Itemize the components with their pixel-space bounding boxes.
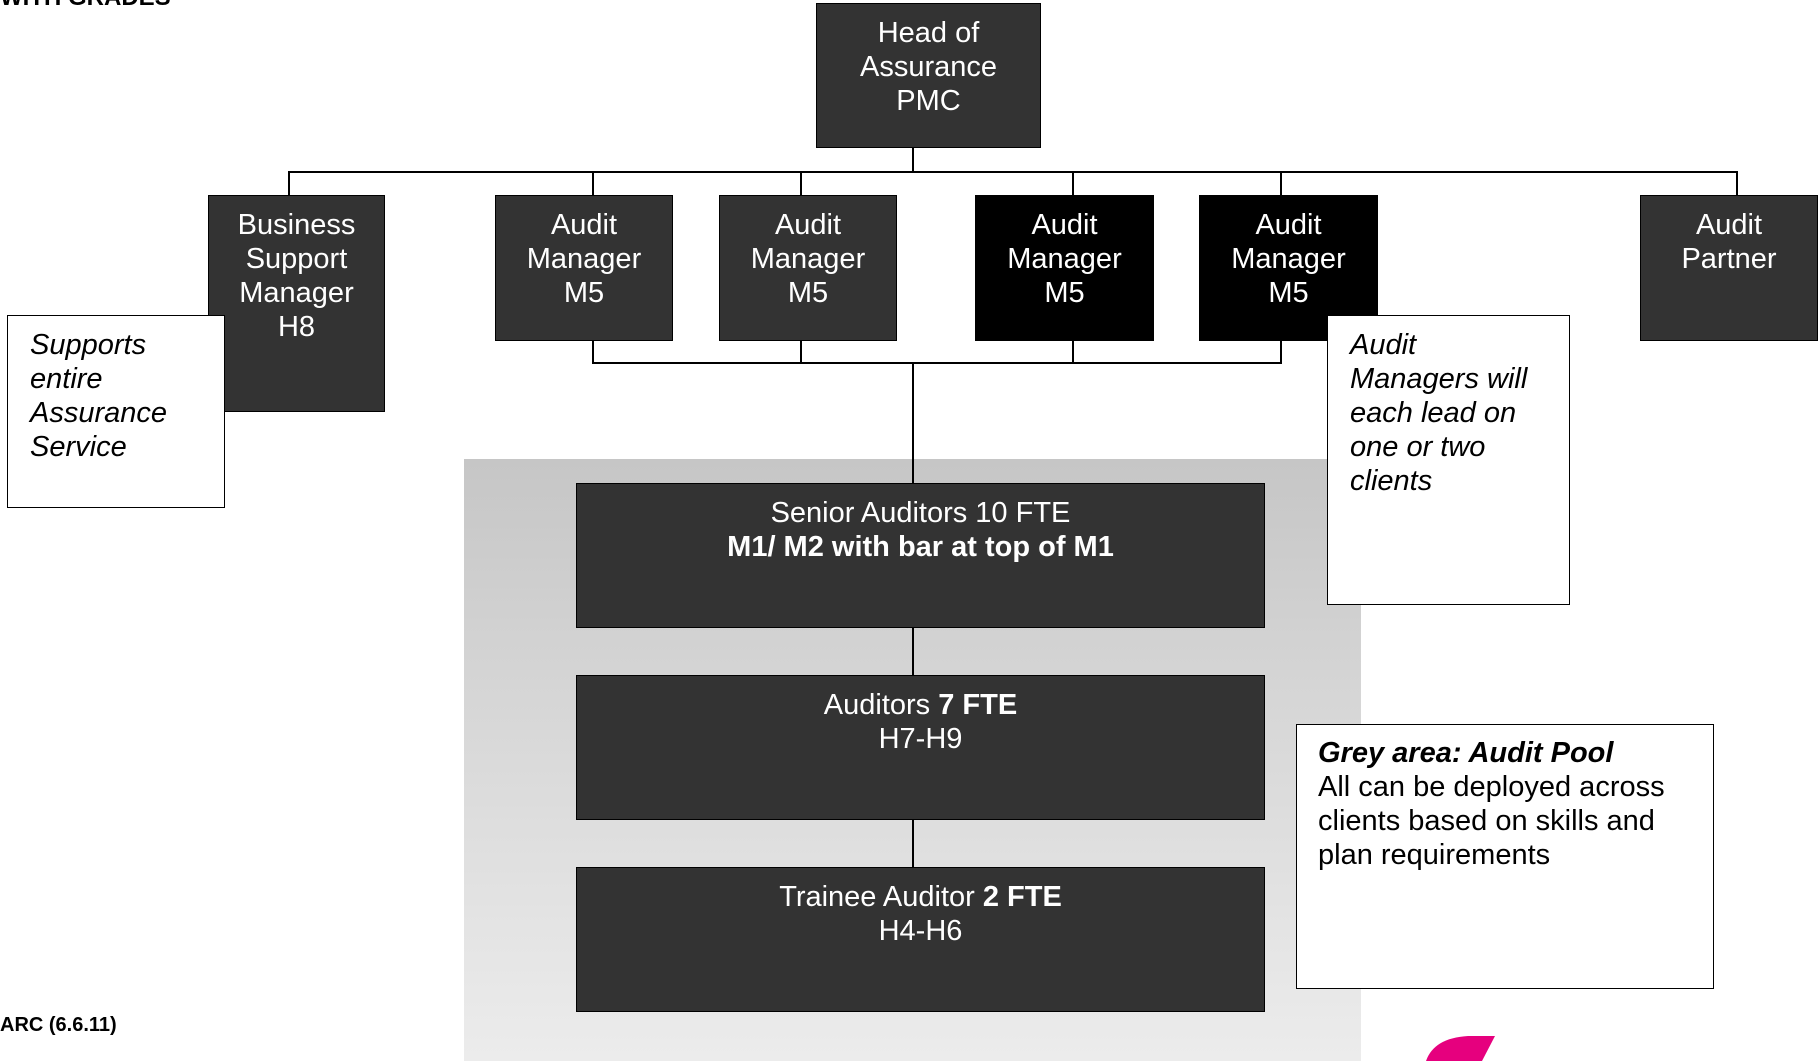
senior-auditors-box: Senior Auditors 10 FTE M1/ M2 with bar a…: [576, 483, 1265, 628]
audit-partner-line-1: Audit: [1695, 209, 1763, 241]
audit-manager-line-1: Audit: [550, 209, 618, 241]
connector-line: [1072, 339, 1074, 364]
managers-note-line: Audit: [1350, 329, 1417, 361]
connector-line: [1072, 171, 1074, 196]
trainee-label: Trainee Auditor: [779, 881, 983, 913]
audit-manager-box-1: Audit Manager M5: [495, 195, 673, 341]
audit-manager-box-3: Audit Manager M5: [975, 195, 1154, 341]
connector-line: [1736, 171, 1738, 196]
connector-line: [288, 171, 290, 196]
connector-line: [912, 626, 914, 676]
auditors-fte: 7 FTE: [938, 689, 1018, 721]
audit-manager-line-3: M5: [787, 277, 829, 309]
audit-partner-box: Audit Partner: [1640, 195, 1818, 341]
trainee-line-1: Trainee Auditor 2 FTE: [577, 880, 1264, 914]
bsm-line-4: H8: [277, 311, 316, 343]
support-note-line: Service: [30, 431, 127, 463]
audit-manager-line-2: Manager: [526, 243, 642, 275]
head-of-assurance-box: Head of Assurance PMC: [816, 3, 1041, 148]
trainee-fte: 2 FTE: [982, 881, 1062, 913]
auditors-label: Auditors: [823, 689, 939, 721]
audit-manager-line-1: Audit: [774, 209, 842, 241]
bsm-line-3: Manager: [239, 277, 354, 309]
bsm-line-1: Business: [237, 209, 356, 241]
audit-pool-note: Grey area: Audit Pool All can be deploye…: [1296, 724, 1714, 989]
connector-line: [800, 171, 802, 196]
trainee-auditor-box: Trainee Auditor 2 FTE H4-H6: [576, 867, 1265, 1012]
connector-line: [592, 362, 1282, 364]
support-note-line: entire: [30, 363, 103, 395]
trainee-grade: H4-H6: [878, 915, 963, 947]
managers-note-line: each lead on: [1350, 397, 1517, 429]
support-note-line: Supports: [30, 329, 147, 361]
audit-manager-box-4: Audit Manager M5: [1199, 195, 1378, 341]
connector-line: [912, 818, 914, 868]
audit-manager-line-1: Audit: [1031, 209, 1098, 241]
audit-pool-heading: Grey area: Audit Pool: [1318, 737, 1614, 769]
managers-note-line: Managers will: [1350, 363, 1528, 395]
audit-manager-line-3: M5: [1044, 277, 1085, 309]
support-note-line: Assurance: [30, 397, 168, 429]
managers-note-line: clients: [1350, 465, 1433, 497]
bsm-line-2: Support: [245, 243, 348, 275]
connector-line: [592, 171, 594, 196]
support-note: Supports entire Assurance Service: [7, 315, 225, 508]
auditors-line-1: Auditors 7 FTE: [577, 688, 1264, 722]
head-line-1: Head of: [877, 17, 980, 49]
audit-pool-line: clients based on skills and: [1318, 805, 1655, 837]
connector-line: [800, 339, 802, 364]
connector-line: [592, 339, 594, 364]
connector-line: [912, 362, 914, 484]
audit-manager-line-2: Manager: [750, 243, 866, 275]
audit-manager-line-2: Manager: [1231, 243, 1346, 275]
connector-line: [1280, 339, 1282, 364]
audit-partner-line-2: Partner: [1681, 243, 1777, 275]
auditors-grade: H7-H9: [878, 723, 963, 755]
audit-manager-line-2: Manager: [1007, 243, 1122, 275]
senior-auditors-grade: M1/ M2 with bar at top of M1: [727, 531, 1114, 563]
audit-manager-line-3: M5: [1268, 277, 1309, 309]
brand-logo-icon: [1426, 1036, 1495, 1061]
connector-line: [912, 147, 914, 172]
managers-note: Audit Managers will each lead on one or …: [1327, 315, 1570, 605]
audit-pool-line: All can be deployed across: [1318, 771, 1665, 803]
audit-manager-box-2: Audit Manager M5: [719, 195, 897, 341]
page-title-fragment: WITH GRADES: [0, 0, 171, 10]
audit-pool-line: plan requirements: [1318, 839, 1551, 871]
managers-note-line: one or two: [1350, 431, 1486, 463]
audit-manager-line-3: M5: [563, 277, 605, 309]
document-reference: ARC (6.6.11): [0, 1014, 117, 1036]
audit-manager-line-1: Audit: [1255, 209, 1322, 241]
head-line-3: PMC: [896, 85, 961, 117]
head-line-2: Assurance: [859, 51, 997, 83]
business-support-manager-box: Business Support Manager H8: [208, 195, 385, 412]
senior-auditors-line-1: Senior Auditors 10 FTE: [770, 497, 1071, 529]
connector-line: [288, 171, 1738, 173]
auditors-box: Auditors 7 FTE H7-H9: [576, 675, 1265, 820]
connector-line: [1280, 171, 1282, 196]
